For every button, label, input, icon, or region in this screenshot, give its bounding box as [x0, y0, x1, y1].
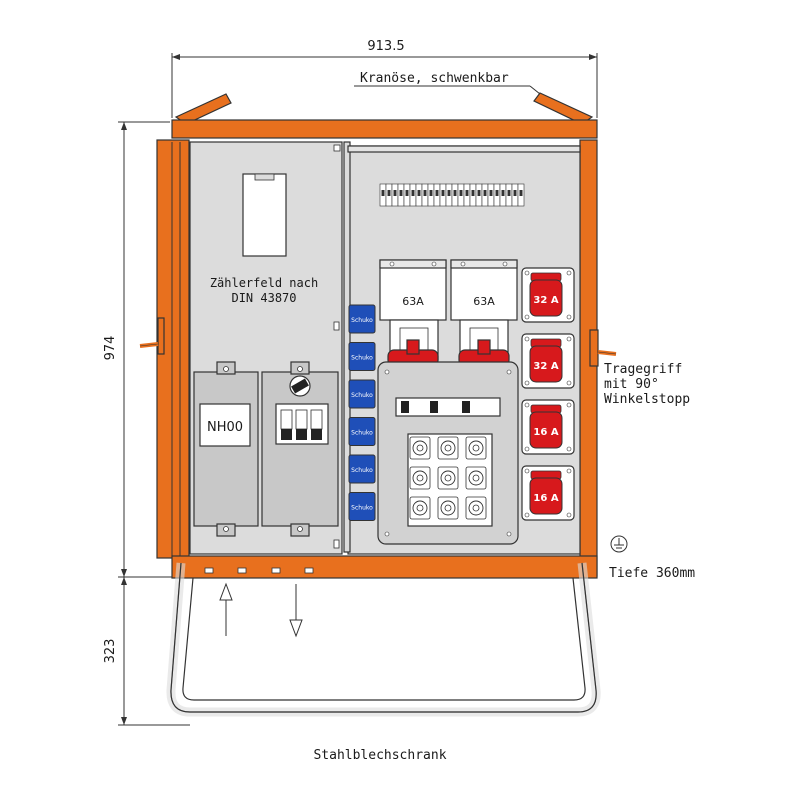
caption: Stahlblechschrank — [313, 748, 446, 763]
main-switch-1-label: 63A — [402, 295, 424, 308]
main-switch-2-label: 63A — [473, 295, 495, 308]
handle-label-line3: Winkelstopp — [604, 392, 690, 407]
handle-label-line2: mit 90° — [604, 377, 659, 392]
breaker-module — [445, 183, 453, 207]
distribution-socket — [437, 466, 459, 490]
handle-annotation: Tragegriff mit 90° Winkelstopp — [604, 362, 690, 407]
schuko-label: Schuko — [351, 430, 373, 437]
nh00-label: NH00 — [207, 420, 243, 435]
distribution-socket — [409, 496, 431, 520]
schuko-socket: Schuko — [348, 304, 376, 334]
breaker-module — [385, 183, 393, 207]
handle-label-line1: Tragegriff — [604, 362, 682, 377]
meter-window — [242, 173, 287, 257]
breaker-module — [433, 183, 441, 207]
schuko-label: Schuko — [351, 505, 373, 512]
crane-eye-annotation: Kranöse, schwenkbar — [354, 71, 541, 95]
breaker-module — [505, 183, 513, 207]
distribution-socket — [437, 436, 459, 460]
cee-socket-label: 32 A — [533, 295, 558, 306]
distribution-socket — [409, 436, 431, 460]
cee-socket-label: 16 A — [533, 493, 558, 504]
breaker-module — [511, 183, 519, 207]
schuko-socket: Schuko — [348, 379, 376, 409]
distribution-socket — [465, 436, 487, 460]
breaker-module — [517, 183, 525, 207]
height-dimension-label: 974 — [103, 336, 118, 361]
meter-field-label-line1: Zählerfeld nach — [210, 276, 318, 290]
leg-dimension-label: 323 — [103, 639, 118, 664]
breaker-module — [451, 183, 459, 207]
crane-eye-label: Kranöse, schwenkbar — [360, 71, 509, 86]
width-dimension: 913.5 — [171, 39, 598, 118]
breaker-module — [481, 183, 489, 207]
breaker-module — [487, 183, 495, 207]
arrow-down-icon — [289, 619, 303, 638]
schuko-label: Schuko — [351, 317, 373, 324]
width-dimension-label: 913.5 — [367, 39, 404, 54]
schuko-socket: Schuko — [348, 454, 376, 484]
cee-socket: 16 A — [521, 399, 575, 455]
schuko-socket: Schuko — [348, 492, 376, 521]
distribution-socket — [437, 496, 459, 520]
cee-socket-label: 32 A — [533, 361, 558, 372]
breaker-module — [397, 183, 405, 207]
breaker-module — [439, 183, 447, 207]
arrow-up-icon — [219, 582, 233, 601]
cee-socket: 32 A — [521, 267, 575, 323]
nh00-fuse-module: NH00 — [193, 361, 259, 537]
breaker-module — [457, 183, 465, 207]
earth-ground-icon — [610, 535, 628, 553]
breaker-module — [391, 183, 399, 207]
breaker-module — [463, 183, 471, 207]
distribution-socket — [409, 466, 431, 490]
cable-in-arrow — [219, 582, 233, 636]
breaker-module — [469, 183, 477, 207]
schuko-label: Schuko — [351, 355, 373, 362]
breaker-module — [499, 183, 507, 207]
cee-socket-column: 32 A 32 A 16 A 16 A — [521, 267, 575, 521]
cabinet-frame — [139, 119, 617, 579]
schuko-label: Schuko — [351, 467, 373, 474]
breaker-module — [475, 183, 483, 207]
cee-socket-label: 16 A — [533, 427, 558, 438]
schuko-label: Schuko — [351, 392, 373, 399]
schuko-socket: Schuko — [348, 342, 376, 371]
crane-eye-right — [533, 92, 594, 125]
breaker-module — [379, 183, 387, 207]
distribution-socket — [465, 466, 487, 490]
cable-out-arrow — [289, 584, 303, 638]
breaker-module — [403, 183, 411, 207]
main-switch-63a-1: 63A — [379, 259, 447, 367]
cee-socket: 32 A — [521, 333, 575, 389]
breaker-module — [421, 183, 429, 207]
schuko-socket: Schuko — [348, 417, 376, 446]
cee-socket: 16 A — [521, 465, 575, 521]
height-dimension: 974 323 — [103, 121, 190, 726]
main-switch-63a-2: 63A — [450, 259, 518, 367]
socket-grid — [409, 436, 487, 520]
breaker-module — [493, 183, 501, 207]
support-legs — [166, 562, 601, 717]
depth-label: Tiefe 360mm — [609, 566, 695, 581]
breaker-module — [415, 183, 423, 207]
breaker-module — [409, 183, 417, 207]
distribution-socket — [465, 496, 487, 520]
circuit-breaker-row — [379, 183, 525, 207]
meter-field-label-line2: DIN 43870 — [231, 291, 296, 305]
breaker-module — [427, 183, 435, 207]
main-disconnect-switch — [261, 361, 339, 537]
